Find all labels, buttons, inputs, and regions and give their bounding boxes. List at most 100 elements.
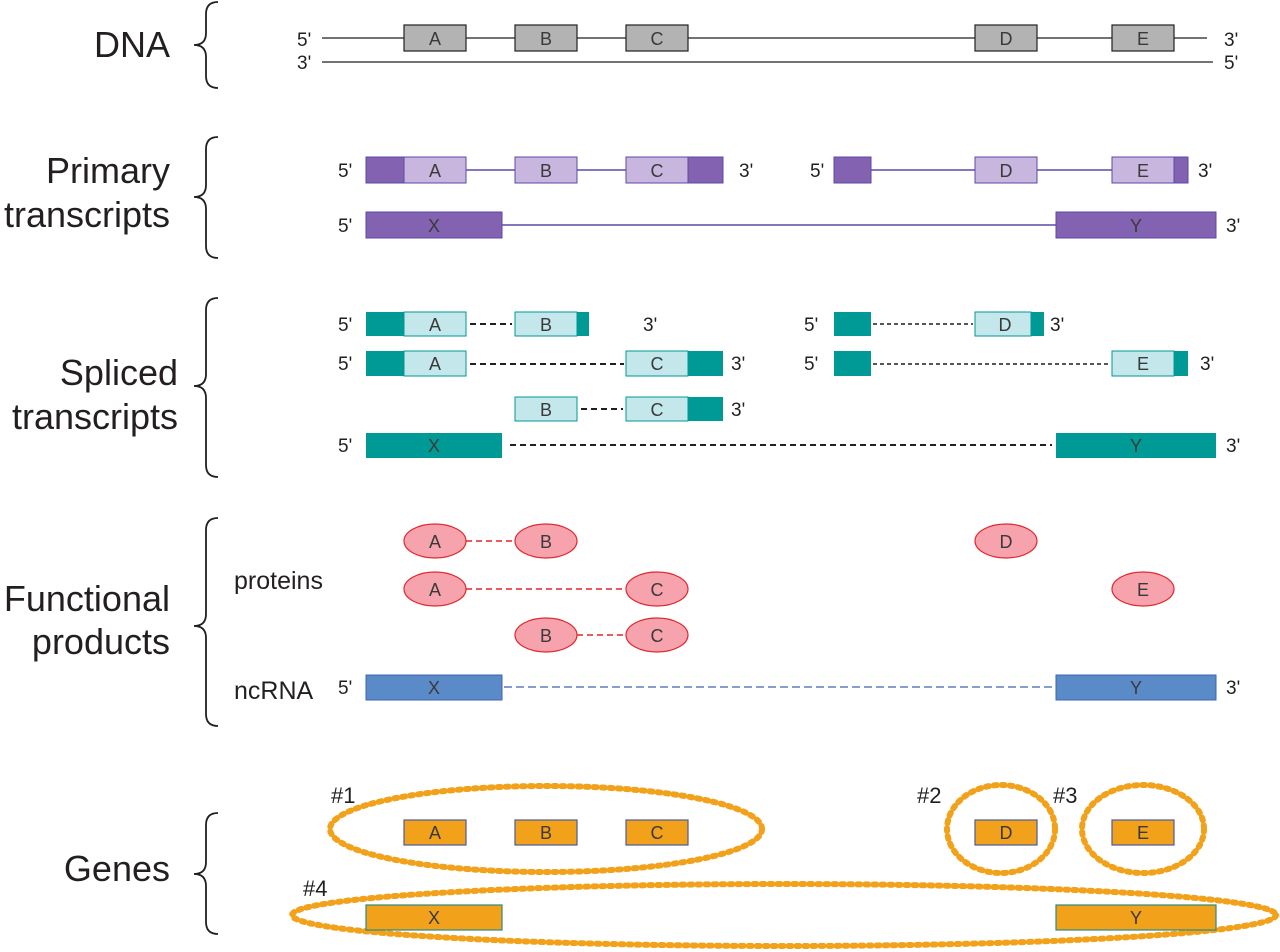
primary1-exon-b-label: B [540, 161, 552, 181]
gene-exon-c-label: C [651, 823, 664, 843]
primary-label-line2: transcripts [4, 194, 170, 235]
spliced-e-exon-e-label: E [1137, 354, 1149, 374]
primary1-exon-a-label: A [429, 161, 441, 181]
spliced-ab-3prime: 3' [643, 315, 657, 336]
ncrna-label: ncRNA [234, 677, 314, 705]
protein-ac-domain-a [403, 571, 467, 607]
gene-4-outline [289, 881, 1279, 949]
dna-exon-d-label: D [1000, 29, 1013, 49]
ncrna-5prime: 5' [338, 678, 352, 699]
spliced-d-3prime: 3' [1050, 315, 1064, 336]
primary1-exon-c [625, 156, 689, 184]
primary2-exon-d [974, 156, 1038, 184]
dna-exon-d [974, 24, 1038, 52]
spliced-label-line2: transcripts [12, 396, 178, 437]
spliced-xy-exon-x [366, 433, 502, 458]
gene-1-number: #1 [331, 783, 355, 808]
primary3-exon-y [1055, 211, 1217, 239]
spliced-bc-utr3 [688, 397, 723, 421]
protein-ab-domain-a [403, 523, 467, 559]
primary-transcripts: 5' 3' A B C 5' 3' D E 5' 3' X Y [338, 156, 1240, 239]
spliced-ac-exon-c-label: C [651, 354, 664, 374]
gene-exon-x [365, 904, 503, 931]
gene-3-outline [1079, 782, 1207, 876]
ncrna-3prime: 3' [1226, 678, 1240, 699]
primary3-5prime: 5' [338, 216, 352, 237]
gene-exon-a [403, 819, 467, 846]
spliced-xy-5prime: 5' [338, 436, 352, 457]
primary2-utr3 [1173, 156, 1189, 184]
primary1-3prime: 3' [739, 161, 753, 182]
spliced-e-utr3 [1174, 351, 1188, 376]
spliced-xy-exon-y [1056, 433, 1216, 458]
primary1-exon-b [514, 156, 578, 184]
primary3-exon-x-label: X [428, 216, 440, 236]
primary1-exon-c-label: C [651, 161, 664, 181]
spliced-ab-5prime: 5' [338, 315, 352, 336]
dna-exon-b-label: B [540, 29, 552, 49]
gene-exon-e [1111, 819, 1175, 846]
genes-group: #1 A B C #2 D #3 E #4 X Y [289, 782, 1279, 949]
gene-exon-y [1055, 904, 1217, 931]
protein-ac-domain-c-label: C [651, 580, 664, 600]
dna-exon-e-label: E [1137, 29, 1149, 49]
primary1-utr5 [365, 156, 405, 184]
primary3-exon-y-label: Y [1130, 216, 1142, 236]
gene-2-number: #2 [917, 783, 941, 808]
spliced-ac-exon-a [403, 350, 467, 377]
gene-1-outline [327, 783, 765, 875]
gene-exon-a-label: A [429, 823, 441, 843]
functional-label-line2: products [32, 621, 170, 662]
primary-brace [193, 136, 219, 259]
spliced-brace [193, 297, 219, 478]
protein-d-label: D [1000, 532, 1013, 552]
spliced-ac-exon-a-label: A [429, 354, 441, 374]
spliced-ac-5prime: 5' [338, 354, 352, 375]
dna-label: DNA [94, 24, 170, 65]
protein-ac-domain-c [625, 571, 689, 607]
ncrna-exon-x [365, 674, 503, 701]
protein-ab-domain-b-label: B [540, 532, 552, 552]
primary2-exon-e-label: E [1137, 161, 1149, 181]
ncrna-exon-x-label: X [428, 678, 440, 698]
dna-exon-a [403, 24, 467, 52]
spliced-bc-3prime: 3' [731, 400, 745, 421]
spliced-ac-3prime: 3' [731, 354, 745, 375]
primary1-exon-a [403, 156, 467, 184]
spliced-d-utr3 [1031, 312, 1044, 336]
primary2-utr5 [833, 156, 872, 184]
dna-exon-b [514, 24, 578, 52]
spliced-ac-exon-c [625, 350, 689, 377]
dna-top-3prime: 3' [1224, 30, 1238, 51]
gene-exon-x-label: X [428, 908, 440, 928]
spliced-ab-exon-b [514, 311, 578, 337]
spliced-ab-utr3 [577, 312, 589, 336]
protein-bc-domain-c-label: C [651, 626, 664, 646]
gene-exon-b [514, 819, 578, 846]
primary1-5prime: 5' [338, 161, 352, 182]
protein-ac-domain-a-label: A [429, 580, 441, 600]
spliced-transcripts: 5' 3' A B 5' 3' D 5' 3' A C 5' 3' E [338, 311, 1240, 458]
primary2-5prime: 5' [810, 161, 824, 182]
spliced-xy-exon-x-label: X [428, 436, 440, 456]
primary3-exon-x [365, 211, 503, 239]
gene-exon-y-label: Y [1130, 908, 1142, 928]
protein-d [974, 523, 1038, 559]
primary2-exon-e [1111, 156, 1175, 184]
genes-brace [193, 812, 219, 935]
spliced-d-exon-d [974, 311, 1032, 337]
primary3-3prime: 3' [1226, 216, 1240, 237]
spliced-ac-utr5 [366, 351, 404, 376]
spliced-label-line1: Spliced [60, 352, 178, 393]
protein-e-label: E [1137, 580, 1149, 600]
primary2-3prime: 3' [1198, 161, 1212, 182]
ncrna-exon-y-label: Y [1130, 678, 1142, 698]
dna-exon-a-label: A [429, 29, 441, 49]
spliced-ab-utr5 [366, 312, 404, 336]
spliced-e-5prime: 5' [804, 354, 818, 375]
protein-bc-domain-c [625, 617, 689, 653]
gene-exon-c [625, 819, 689, 846]
protein-ab-domain-a-label: A [429, 532, 441, 552]
proteins-label: proteins [234, 567, 323, 595]
